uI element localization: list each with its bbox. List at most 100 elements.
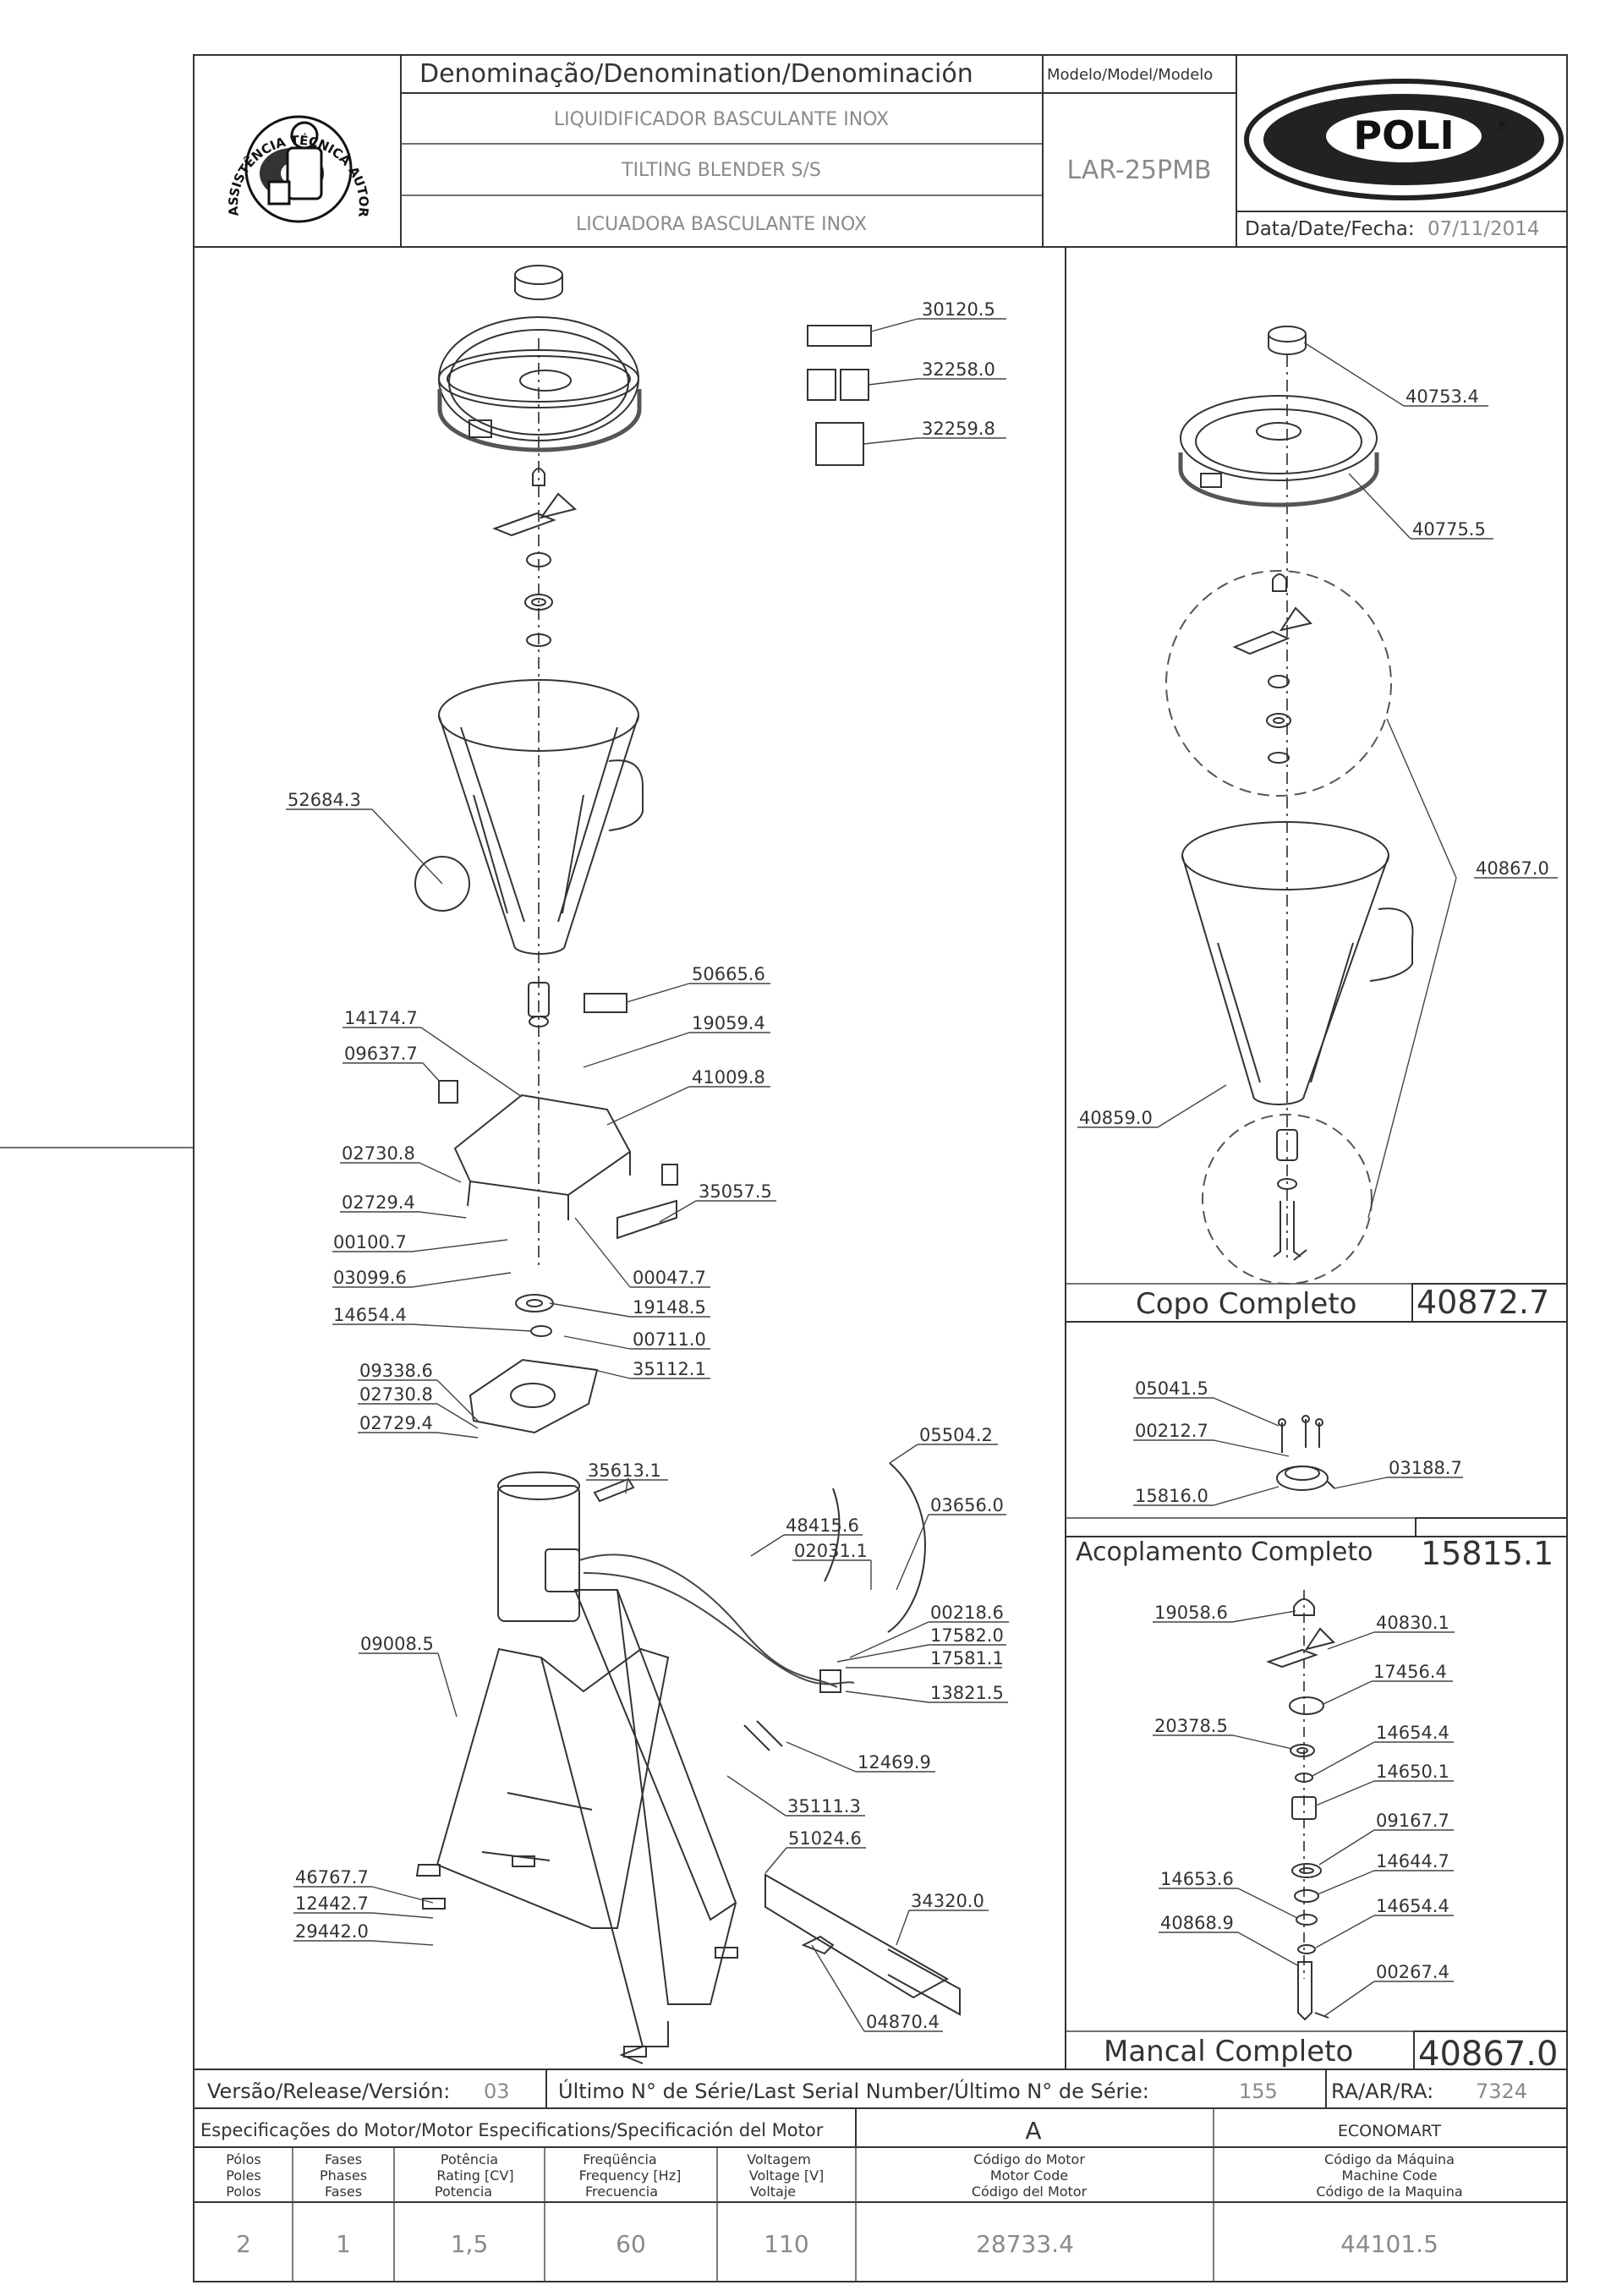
svg-text:Freqüência: Freqüência bbox=[583, 2151, 656, 2167]
svg-text:48415.6: 48415.6 bbox=[786, 1515, 859, 1536]
svg-text:15816.0: 15816.0 bbox=[1135, 1486, 1208, 1506]
svg-text:19058.6: 19058.6 bbox=[1154, 1603, 1228, 1623]
svg-text:00047.7: 00047.7 bbox=[633, 1268, 706, 1288]
svg-text:03188.7: 03188.7 bbox=[1389, 1458, 1462, 1478]
svg-text:50665.6: 50665.6 bbox=[692, 964, 765, 984]
svg-text:14654.4: 14654.4 bbox=[1376, 1896, 1449, 1916]
svg-text:1: 1 bbox=[336, 2230, 351, 2258]
svg-text:Frecuencia: Frecuencia bbox=[585, 2184, 658, 2200]
svg-text:14644.7: 14644.7 bbox=[1376, 1851, 1449, 1871]
svg-text:2: 2 bbox=[236, 2230, 251, 2258]
svg-text:17581.1: 17581.1 bbox=[930, 1648, 1004, 1669]
sheet-border bbox=[193, 54, 1568, 2282]
svg-text:00100.7: 00100.7 bbox=[333, 1232, 407, 1252]
svg-text:40867.0: 40867.0 bbox=[1476, 858, 1549, 879]
svg-text:Phases: Phases bbox=[320, 2167, 367, 2184]
svg-text:09637.7: 09637.7 bbox=[344, 1044, 418, 1064]
svg-text:40830.1: 40830.1 bbox=[1376, 1613, 1449, 1633]
svg-text:00711.0: 00711.0 bbox=[633, 1329, 706, 1350]
svg-text:12442.7: 12442.7 bbox=[295, 1893, 369, 1914]
poli-logo: POLI ® bbox=[1244, 79, 1564, 200]
name-en: TILTING BLENDER S/S bbox=[621, 160, 821, 181]
svg-text:14650.1: 14650.1 bbox=[1376, 1762, 1449, 1782]
main-exploded-view bbox=[414, 265, 961, 2064]
svg-text:14654.4: 14654.4 bbox=[1376, 1723, 1449, 1743]
motor-spec-header: Especificações do Motor/Motor Especifica… bbox=[200, 2120, 824, 2140]
svg-text:Código do Motor: Código do Motor bbox=[973, 2151, 1085, 2167]
mancal-part-labels: 19058.6 40830.1 17456.4 20378.5 14654.4 … bbox=[1154, 1603, 1449, 1982]
svg-text:30120.5: 30120.5 bbox=[922, 299, 995, 320]
svg-text:02729.4: 02729.4 bbox=[342, 1192, 415, 1213]
svg-text:Potência: Potência bbox=[441, 2151, 498, 2167]
date-value: 07/11/2014 bbox=[1427, 218, 1540, 240]
distributor-name: ECONOMART bbox=[1338, 2122, 1442, 2140]
svg-text:60: 60 bbox=[616, 2230, 646, 2258]
date-label: Data/Date/Fecha: bbox=[1245, 218, 1415, 240]
svg-text:00218.6: 00218.6 bbox=[930, 1603, 1004, 1623]
svg-text:Código del Motor: Código del Motor bbox=[972, 2184, 1088, 2200]
svg-text:Fases: Fases bbox=[325, 2184, 362, 2200]
svg-text:Código de la Maquina: Código de la Maquina bbox=[1316, 2184, 1462, 2200]
svg-text:Pólos: Pólos bbox=[226, 2151, 260, 2167]
svg-text:14653.6: 14653.6 bbox=[1160, 1869, 1234, 1889]
svg-text:1,5: 1,5 bbox=[451, 2230, 489, 2258]
svg-text:19059.4: 19059.4 bbox=[692, 1013, 765, 1033]
svg-text:Machine Code: Machine Code bbox=[1341, 2167, 1437, 2184]
svg-text:12469.9: 12469.9 bbox=[858, 1752, 931, 1773]
svg-text:®: ® bbox=[1497, 119, 1509, 133]
svg-text:35112.1: 35112.1 bbox=[633, 1359, 706, 1379]
ra-value: 7324 bbox=[1476, 2080, 1527, 2103]
copo-title: Copo Completo bbox=[1136, 1287, 1356, 1321]
model-code: LAR-25PMB bbox=[1066, 156, 1211, 185]
svg-text:02730.8: 02730.8 bbox=[342, 1143, 415, 1164]
svg-text:Voltage [V]: Voltage [V] bbox=[749, 2167, 825, 2184]
svg-text:09167.7: 09167.7 bbox=[1376, 1811, 1449, 1831]
svg-text:Voltaje: Voltaje bbox=[750, 2184, 796, 2200]
svg-text:Fases: Fases bbox=[325, 2151, 362, 2167]
authorized-service-seal: ASSISTÊNCIA TÉCNICA AUTORIZADA bbox=[0, 0, 371, 223]
svg-text:04870.4: 04870.4 bbox=[866, 2012, 940, 2032]
serial-label: Último N° de Série/Last Serial Number/Úl… bbox=[558, 2078, 1149, 2103]
svg-text:03656.0: 03656.0 bbox=[930, 1495, 1004, 1515]
svg-text:00267.4: 00267.4 bbox=[1376, 1962, 1449, 1982]
name-es: LICUADORA BASCULANTE INOX bbox=[576, 214, 867, 235]
svg-text:09338.6: 09338.6 bbox=[359, 1361, 433, 1381]
svg-text:32258.0: 32258.0 bbox=[922, 359, 995, 380]
svg-text:40753.4: 40753.4 bbox=[1406, 386, 1479, 407]
model-header: Modelo/Model/Modelo bbox=[1047, 66, 1213, 84]
svg-text:Poles: Poles bbox=[226, 2167, 261, 2184]
serial-value: 155 bbox=[1239, 2080, 1278, 2103]
svg-text:41009.8: 41009.8 bbox=[692, 1067, 765, 1088]
svg-text:02031.1: 02031.1 bbox=[794, 1541, 868, 1561]
svg-text:02729.4: 02729.4 bbox=[359, 1413, 433, 1433]
main-part-labels: 30120.5 32258.0 32259.8 52684.3 50665.6 … bbox=[288, 299, 1004, 2032]
svg-text:Código da Máquina: Código da Máquina bbox=[1324, 2151, 1455, 2167]
svg-text:03099.6: 03099.6 bbox=[333, 1268, 407, 1288]
svg-text:Rating [CV]: Rating [CV] bbox=[436, 2167, 513, 2184]
svg-text:Voltagem: Voltagem bbox=[747, 2151, 811, 2167]
svg-text:Potencia: Potencia bbox=[435, 2184, 492, 2200]
version-value: 03 bbox=[484, 2080, 510, 2103]
svg-text:13821.5: 13821.5 bbox=[930, 1683, 1004, 1703]
svg-text:05041.5: 05041.5 bbox=[1135, 1378, 1208, 1399]
svg-text:POLI: POLI bbox=[1353, 112, 1454, 158]
svg-text:Frequency [Hz]: Frequency [Hz] bbox=[579, 2167, 682, 2184]
svg-text:40775.5: 40775.5 bbox=[1412, 519, 1486, 540]
svg-text:09008.5: 09008.5 bbox=[360, 1634, 434, 1654]
svg-text:35613.1: 35613.1 bbox=[588, 1460, 661, 1481]
svg-text:40859.0: 40859.0 bbox=[1079, 1108, 1153, 1128]
svg-text:19148.5: 19148.5 bbox=[633, 1297, 706, 1318]
svg-text:02730.8: 02730.8 bbox=[359, 1384, 433, 1405]
svg-text:35111.3: 35111.3 bbox=[787, 1796, 861, 1817]
svg-text:14654.4: 14654.4 bbox=[333, 1305, 407, 1325]
svg-text:28733.4: 28733.4 bbox=[976, 2230, 1074, 2258]
copo-part-labels: 40753.4 40775.5 40867.0 40859.0 bbox=[1079, 386, 1549, 1128]
svg-text:40868.9: 40868.9 bbox=[1160, 1913, 1234, 1933]
svg-text:35057.5: 35057.5 bbox=[699, 1181, 772, 1202]
svg-text:17456.4: 17456.4 bbox=[1373, 1662, 1447, 1682]
motor-class: A bbox=[1025, 2117, 1041, 2145]
svg-text:46767.7: 46767.7 bbox=[295, 1867, 369, 1888]
svg-text:32259.8: 32259.8 bbox=[922, 419, 995, 439]
copo-code: 40872.7 bbox=[1417, 1284, 1549, 1321]
